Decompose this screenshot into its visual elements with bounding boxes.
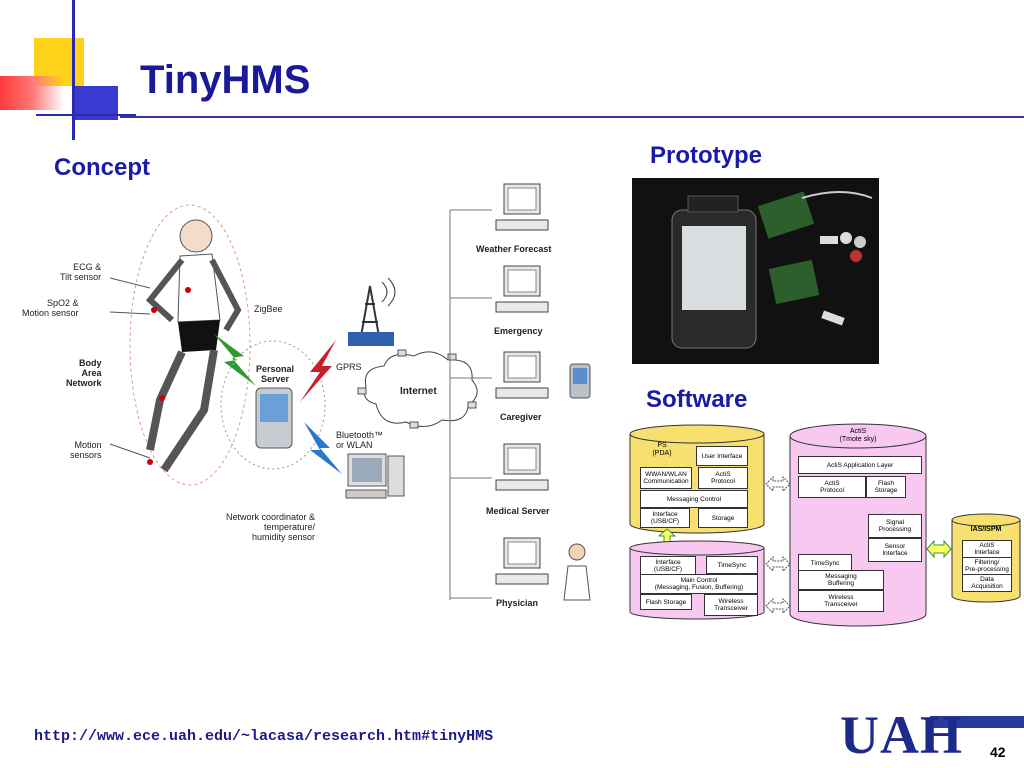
slide-title: TinyHMS — [140, 58, 311, 102]
zigbee-label: ZigBee — [254, 304, 283, 314]
actis-messaging: Messaging Buffering — [798, 570, 884, 590]
bottom-timesync: TimeSync — [706, 556, 758, 574]
actis-app-layer: ActiS Application Layer — [798, 456, 922, 474]
physician-computer-icon — [495, 537, 549, 585]
actis-protocol: ActiS Protocol — [798, 476, 866, 498]
runner-figure — [129, 204, 251, 486]
ias-filtering: Filtering/ Pre-processing — [962, 557, 1012, 575]
uah-logo: UAH — [840, 705, 963, 765]
actis-signal: Signal Processing — [868, 514, 922, 538]
ban-label: Body Area Network — [66, 358, 102, 388]
title-decoration — [0, 0, 140, 140]
endpoint-medical-server: Medical Server — [486, 506, 550, 516]
title-rule — [120, 116, 1024, 118]
bottom-wireless: Wireless Transceiver — [704, 594, 758, 616]
personal-server-device — [220, 340, 326, 470]
gprs-label: GPRS — [336, 362, 362, 372]
bottom-interface: Interface (USB/CF) — [640, 556, 696, 576]
actis-title: ActiS (Tmote sky) — [839, 428, 877, 443]
ps-messaging-control: Messaging Control — [640, 490, 748, 508]
ps-storage: Storage — [698, 508, 748, 528]
ps-title: PS (PDA) — [652, 442, 672, 457]
endpoint-physician: Physician — [496, 598, 539, 608]
ps-actis-protocol: ActiS Protocol — [698, 467, 748, 489]
actis-sensor: Sensor Interface — [868, 538, 922, 562]
concept-heading: Concept — [54, 154, 150, 181]
ias-data: Data Acquisition — [962, 574, 1012, 592]
bluetooth-label: Bluetooth™ or WLAN — [336, 430, 384, 450]
endpoint-caregiver: Caregiver — [500, 412, 542, 422]
software-heading: Software — [646, 386, 748, 413]
ps-interface: Interface (USB/CF) — [640, 508, 690, 528]
bottom-main-control: Main Control (Messaging, Fusion, Bufferi… — [640, 574, 758, 594]
endpoint-weather-forecast: Weather Forecast — [476, 244, 552, 254]
spo2-label: SpO2 & Motion sensor — [22, 298, 79, 318]
desktop-computer-icon — [345, 453, 405, 499]
actis-ias-arrow — [926, 539, 952, 559]
zigbee-bolt — [214, 334, 256, 386]
internet-cloud — [357, 349, 478, 429]
ias-title: IAS/ISPM — [970, 526, 1002, 533]
emergency-computer-icon — [495, 265, 549, 313]
ps-user-interface: User Interface — [696, 446, 748, 466]
motion-label: Motion sensors — [70, 440, 102, 460]
weather-forecast-computer-icon — [495, 183, 549, 231]
prototype-heading: Prototype — [650, 142, 763, 169]
actis-flash: Flash Storage — [866, 476, 906, 498]
ps-wwan: WWAN/WLAN Communication — [640, 467, 692, 489]
pda-icon — [569, 363, 591, 399]
internet-label: Internet — [400, 386, 437, 397]
caregiver-computer-icon — [495, 351, 549, 399]
logo-bar — [930, 716, 1024, 728]
bottom-flash-storage: Flash Storage — [640, 594, 692, 610]
personal-server-label: Personal Server — [256, 364, 295, 384]
medical-server-computer-icon — [495, 443, 549, 491]
actis-wireless: Wireless Transceiver — [798, 590, 884, 612]
ias-interface: ActiS Interface — [962, 540, 1012, 558]
page-number: 42 — [990, 744, 1006, 760]
ecg-label: ECG & Tilt sensor — [60, 262, 102, 282]
prototype-photo — [632, 178, 879, 364]
gprs-bolt — [300, 340, 336, 402]
label-arrows — [109, 277, 151, 459]
network-tree-lines — [449, 209, 492, 600]
footer-url[interactable]: http://www.ece.uah.edu/~lacasa/research.… — [34, 728, 494, 745]
bluetooth-bolt — [304, 422, 342, 474]
network-coordinator-label: Network coordinator & temperature/ humid… — [226, 512, 316, 542]
gprs-tower — [348, 277, 396, 346]
physician-figure-icon — [563, 543, 591, 601]
endpoint-emergency: Emergency — [494, 326, 543, 336]
